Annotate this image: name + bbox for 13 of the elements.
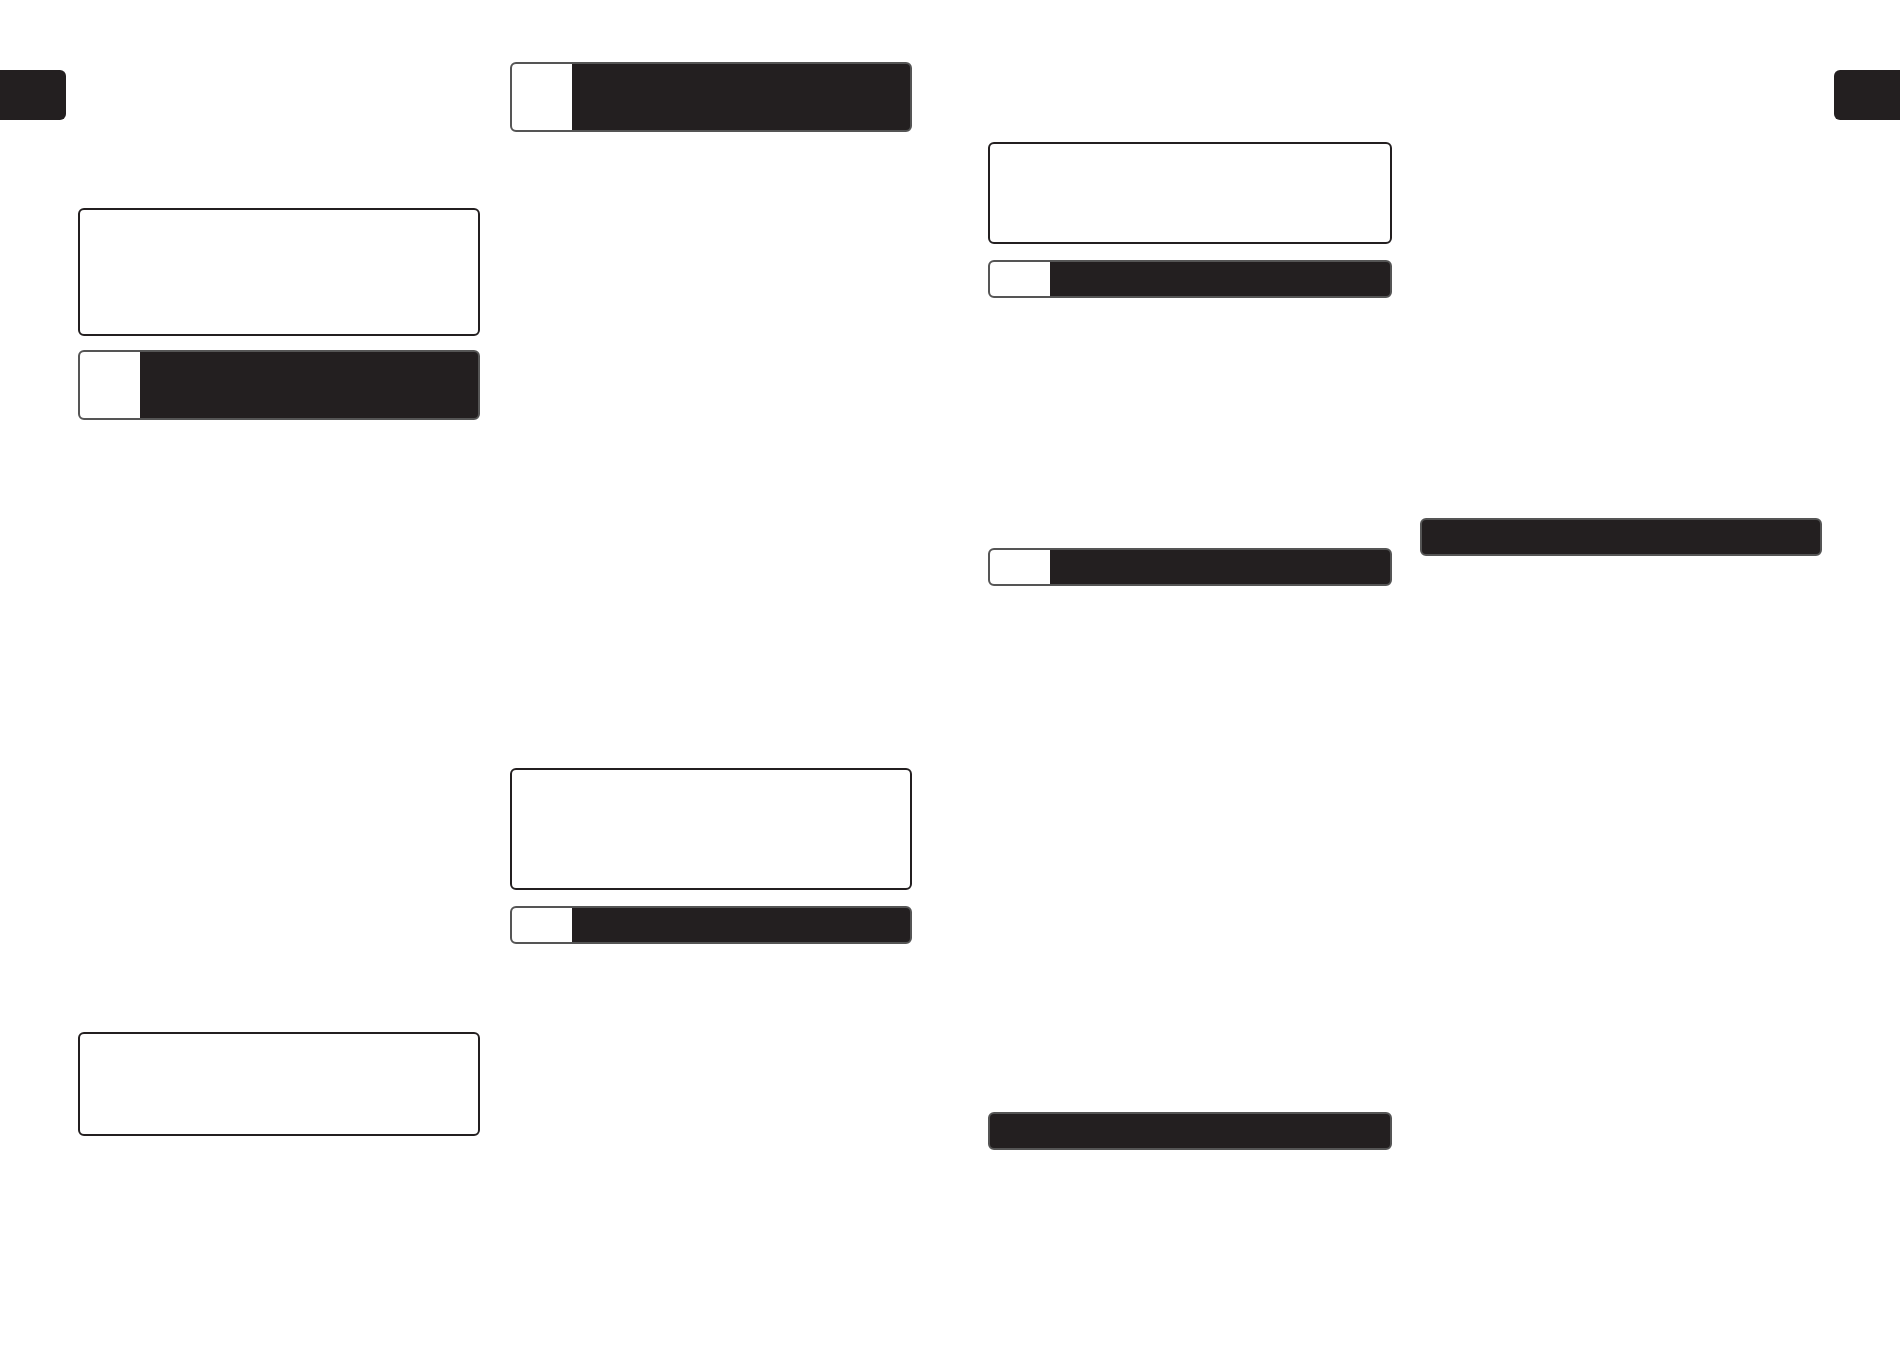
- header-bar: [988, 1112, 1392, 1150]
- header-bar: [510, 62, 912, 132]
- header-bar: [510, 906, 912, 944]
- page-tab: [1834, 70, 1900, 120]
- outlined-box: [510, 768, 912, 890]
- outlined-box: [78, 1032, 480, 1136]
- page-tab: [0, 70, 66, 120]
- outlined-box: [78, 208, 480, 336]
- header-bar: [988, 260, 1392, 298]
- header-bar: [988, 548, 1392, 586]
- outlined-box: [988, 142, 1392, 244]
- header-bar: [78, 350, 480, 420]
- header-bar: [1420, 518, 1822, 556]
